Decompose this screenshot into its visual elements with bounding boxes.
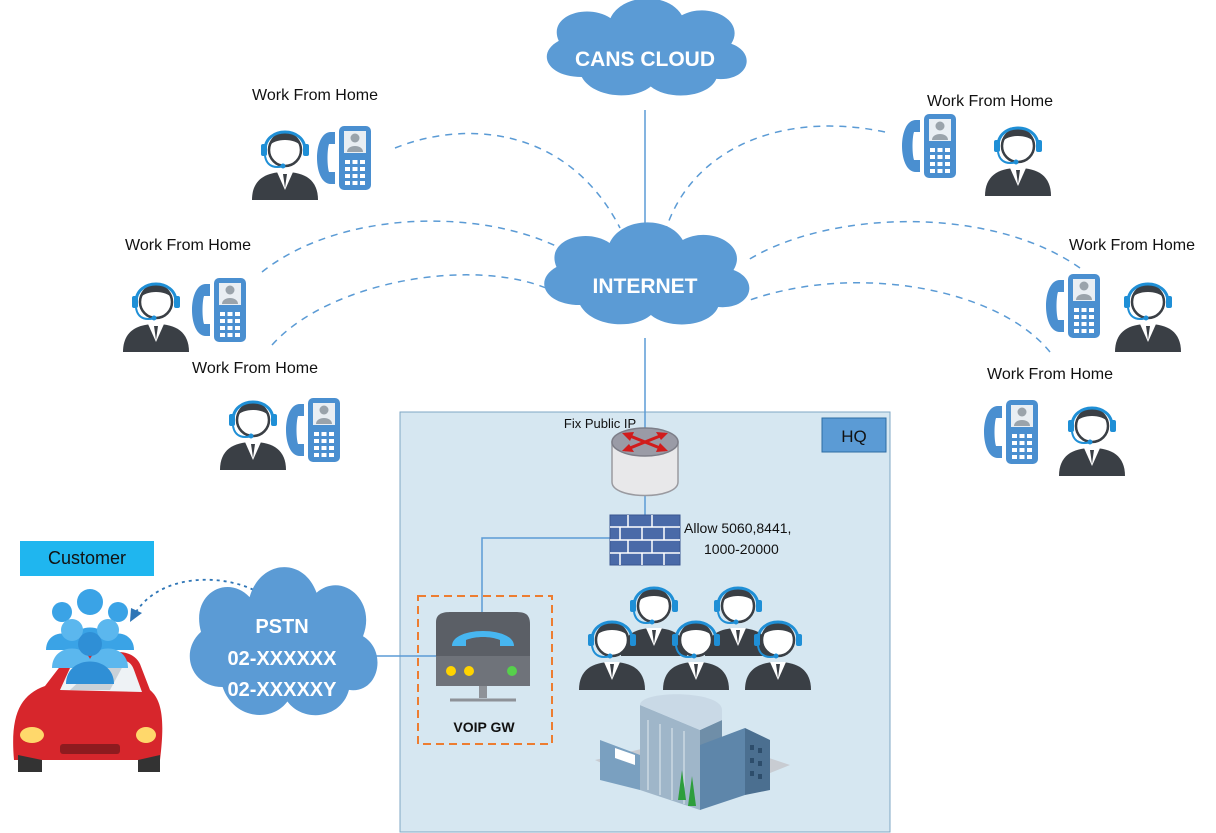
remote-worker-2: Work From Home bbox=[121, 237, 251, 354]
agent-icon bbox=[983, 126, 1053, 198]
hq-label: HQ bbox=[841, 427, 867, 446]
agent-icon bbox=[1057, 406, 1127, 478]
remote-worker-3: Work From Home bbox=[192, 360, 340, 472]
phone-icon bbox=[286, 398, 340, 462]
voip-gateway: VOIP GW bbox=[417, 595, 553, 745]
agent-icon bbox=[1113, 282, 1183, 354]
remote-worker-5: Work From Home bbox=[1046, 237, 1195, 354]
phone-icon bbox=[317, 126, 371, 190]
router: Fix Public IP bbox=[564, 416, 679, 497]
phone-icon bbox=[984, 400, 1038, 464]
remote-worker-4: Work From Home bbox=[902, 93, 1053, 198]
hq-badge bbox=[821, 417, 887, 453]
remote-worker-6: Work From Home bbox=[984, 366, 1127, 478]
solid-links bbox=[368, 110, 646, 657]
internet-label: INTERNET bbox=[593, 275, 698, 298]
remote-links bbox=[261, 125, 1081, 353]
wfh-label-3: Work From Home bbox=[192, 360, 318, 377]
people-icon bbox=[46, 589, 134, 684]
link-wfh-6 bbox=[749, 281, 1051, 353]
wfh-label-1: Work From Home bbox=[252, 87, 378, 104]
pstn-title: PSTN bbox=[255, 616, 308, 638]
phone-icon bbox=[902, 114, 956, 178]
link-wfh-3 bbox=[271, 274, 556, 346]
gateway-box bbox=[417, 595, 553, 745]
wfh-label-4: Work From Home bbox=[927, 93, 1053, 110]
link-wfh-5 bbox=[747, 220, 1081, 269]
internet-cloud bbox=[544, 222, 750, 325]
router-arrows-icon bbox=[622, 432, 668, 452]
gateway-icon bbox=[436, 612, 530, 702]
gateway-label: VOIP GW bbox=[453, 719, 515, 735]
firewall-icon bbox=[609, 514, 681, 566]
link-wfh-1 bbox=[394, 132, 621, 229]
phone-icon bbox=[1046, 274, 1100, 338]
wfh-label-5: Work From Home bbox=[1069, 237, 1195, 254]
customer-label: Customer bbox=[48, 548, 126, 568]
router-label: Fix Public IP bbox=[564, 416, 636, 431]
firewall-rule-1: Allow 5060,8441, bbox=[684, 520, 791, 536]
link-wfh-2 bbox=[261, 220, 561, 273]
firewall-rule-2: 1000-20000 bbox=[704, 541, 779, 557]
pstn-number-1: 02-XXXXXX bbox=[228, 648, 338, 670]
cans-cloud-label: CANS CLOUD bbox=[575, 48, 715, 71]
firewall: Allow 5060,8441, 1000-20000 bbox=[609, 514, 791, 566]
wfh-label-6: Work From Home bbox=[987, 366, 1113, 383]
remote-worker-1: Work From Home bbox=[250, 87, 378, 202]
customer-badge bbox=[20, 541, 154, 576]
customer-pstn-link bbox=[135, 578, 259, 613]
link-firewall-gateway bbox=[481, 537, 610, 612]
phone-icon bbox=[192, 278, 246, 342]
agent-icon bbox=[250, 130, 320, 202]
pstn-number-2: 02-XXXXXY bbox=[228, 679, 338, 701]
customer: Customer bbox=[13, 541, 163, 772]
arrowhead-customer bbox=[130, 608, 142, 622]
building-icon bbox=[595, 694, 790, 810]
agent-icon bbox=[218, 400, 288, 472]
link-wfh-4 bbox=[664, 125, 886, 233]
agent-icon bbox=[121, 282, 191, 354]
wfh-label-2: Work From Home bbox=[125, 237, 251, 254]
